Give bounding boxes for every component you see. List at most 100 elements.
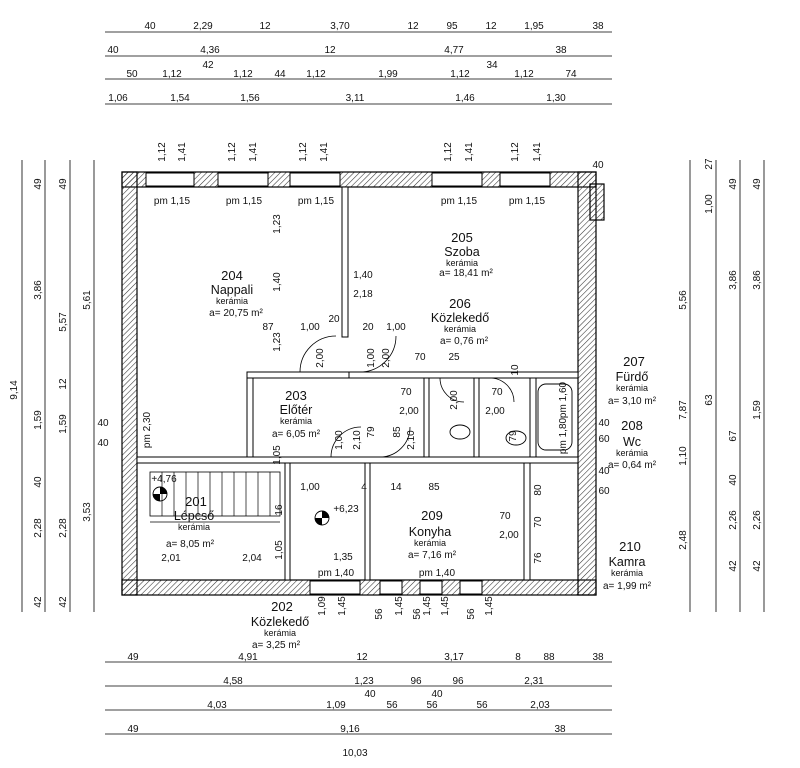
- dim-label: 1,05: [272, 445, 283, 465]
- dim-label: 40: [728, 474, 739, 486]
- room-area: a= 7,16 m²: [408, 550, 457, 561]
- dim-label: 4,91: [238, 652, 258, 663]
- dim-label: 1,23: [272, 214, 283, 234]
- dim-label: 1,40: [353, 270, 373, 281]
- dim-label: 25: [448, 352, 460, 363]
- dim-label: 56: [386, 700, 398, 711]
- dim-label: 80: [533, 484, 544, 496]
- dim-label: 3,86: [728, 270, 739, 290]
- dim-label: 12: [58, 378, 69, 390]
- dim-label: 2,31: [524, 676, 544, 687]
- dim-label: 49: [752, 178, 763, 190]
- dim-label: 2,26: [728, 510, 739, 530]
- dim-label: 42: [58, 596, 69, 608]
- dim-label: 10,03: [342, 748, 367, 759]
- room-name: Közlekedő: [251, 615, 309, 629]
- dim-label: 2,48: [678, 530, 689, 550]
- room-area: a= 20,75 m²: [209, 308, 263, 319]
- room-name: Előtér: [280, 403, 313, 417]
- dim-label: 56: [412, 608, 423, 620]
- room-area: a= 6,05 m²: [272, 429, 321, 440]
- room-number: 206: [449, 296, 471, 311]
- dim-label: 70: [533, 516, 544, 528]
- dim-label: 2,00: [315, 348, 326, 368]
- room-name: Konyha: [409, 525, 451, 539]
- dim-label: 40: [107, 45, 119, 56]
- dim-label: 20: [362, 322, 374, 333]
- dim-label: 1,45: [484, 596, 495, 616]
- dim-label: 12: [259, 21, 271, 32]
- dim-label: 1,12: [514, 69, 534, 80]
- dim-label: 5,57: [58, 312, 69, 332]
- dim-label: pm 2,30: [142, 411, 153, 448]
- dim-label: 16: [274, 504, 285, 516]
- dim-label: 38: [554, 724, 566, 735]
- dim-label: 42: [202, 60, 214, 71]
- dim-label: 1,45: [337, 596, 348, 616]
- dim-label: 40: [364, 689, 376, 700]
- dim-label: 95: [446, 21, 458, 32]
- dim-label: 49: [127, 652, 139, 663]
- dim-label: 79: [508, 430, 519, 442]
- dim-label: 85: [428, 482, 440, 493]
- interior-walls: [136, 186, 579, 581]
- dimension-chains-left: 9,14 3,86 5,57 5,61 49 49 12 1,59 40 2,2…: [9, 160, 109, 612]
- dim-label: 1,00: [704, 194, 715, 214]
- room-material: kerámia: [446, 258, 478, 268]
- room-name: Fürdő: [616, 370, 649, 384]
- dim-label: 2,00: [449, 390, 460, 410]
- top-window-dimensions: 1,12 1,41 1,12 1,41 1,12 1,41 1,12 1,41 …: [157, 142, 543, 162]
- dim-label: 79: [366, 426, 377, 438]
- dim-label: 1,12: [450, 69, 470, 80]
- dim-label: 42: [752, 560, 763, 572]
- dim-label: 1,41: [532, 142, 543, 162]
- dim-label: 2,10: [406, 430, 417, 450]
- dim-label: 1,41: [177, 142, 188, 162]
- dim-label: 1,56: [240, 93, 260, 104]
- dim-label: 1,35: [333, 552, 353, 563]
- dim-label: 5,56: [678, 290, 689, 310]
- dim-label: 2,10: [352, 430, 363, 450]
- level-label: +6,23: [333, 504, 359, 515]
- dim-label: 10: [510, 364, 521, 376]
- dim-label: 1,23: [354, 676, 374, 687]
- level-label: +4,76: [151, 474, 177, 485]
- dim-label: 1,00: [300, 322, 320, 333]
- dim-label: 5,61: [82, 290, 93, 310]
- sill-label: pm 1,15: [226, 196, 263, 207]
- dim-label: 1,45: [394, 596, 405, 616]
- dim-label: 1,45: [422, 596, 433, 616]
- dim-label: 40: [592, 160, 604, 171]
- room-number: 201: [185, 494, 207, 509]
- room-number: 209: [421, 508, 443, 523]
- dim-label: 3,53: [82, 502, 93, 522]
- dim-label: 1,59: [33, 410, 44, 430]
- dim-label: 38: [592, 652, 604, 663]
- dim-label: 34: [486, 60, 498, 71]
- room-number: 205: [451, 230, 473, 245]
- door-swings: [299, 335, 515, 458]
- dim-label: 88: [543, 652, 555, 663]
- dim-label: 1,45: [440, 596, 451, 616]
- dim-label: 1,06: [108, 93, 128, 104]
- dim-label: 20: [328, 314, 340, 325]
- room-number: 202: [271, 599, 293, 614]
- dim-label: 70: [400, 387, 412, 398]
- room-number: 208: [621, 418, 643, 433]
- sill-label: pm 1,40: [318, 568, 355, 579]
- room-area: a= 8,05 m²: [166, 539, 215, 550]
- dim-label: 40: [598, 418, 610, 429]
- dim-label: 38: [555, 45, 567, 56]
- dim-label: 76: [533, 552, 544, 564]
- dim-label: 1,00: [366, 348, 377, 368]
- dim-label: 14: [390, 482, 402, 493]
- dim-label: 85: [392, 426, 403, 438]
- dim-label: 1,09: [326, 700, 346, 711]
- dim-label: 1,12: [227, 142, 238, 162]
- dim-label: 12: [324, 45, 336, 56]
- room-material: kerámia: [216, 296, 248, 306]
- dim-label: 2,26: [752, 510, 763, 530]
- dim-label: 49: [58, 178, 69, 190]
- stairs: [149, 471, 281, 523]
- room-area: a= 0,76 m²: [440, 336, 489, 347]
